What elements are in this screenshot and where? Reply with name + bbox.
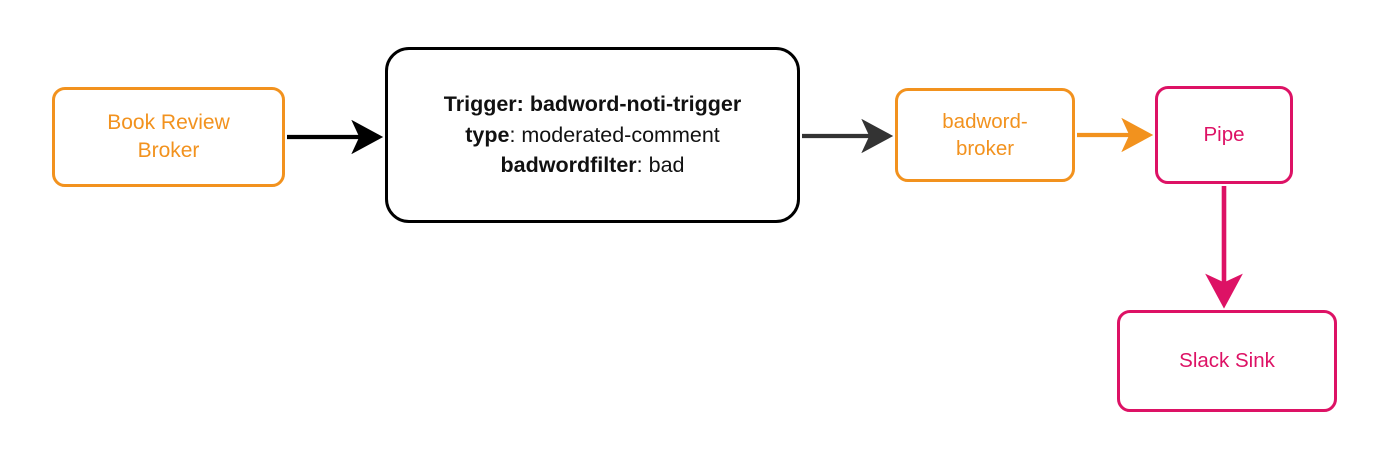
node-trigger[interactable]: Trigger: badword-noti-trigger type: mode… (385, 47, 800, 223)
node-book-review-broker[interactable]: Book Review Broker (52, 87, 285, 187)
node-book-review-broker-label: Book Review Broker (107, 111, 230, 162)
node-trigger-label: Trigger: badword-noti-trigger type: mode… (388, 89, 797, 181)
trigger-line-name: Trigger: badword-noti-trigger (443, 92, 742, 117)
node-slack-sink-label: Slack Sink (1179, 349, 1275, 373)
trigger-line-badwordfilter: badwordfilter: bad (500, 153, 685, 178)
node-pipe[interactable]: Pipe (1155, 86, 1293, 184)
node-badword-broker[interactable]: badword- broker (895, 88, 1075, 182)
trigger-line-type: type: moderated-comment (465, 122, 720, 147)
node-slack-sink[interactable]: Slack Sink (1117, 310, 1337, 412)
node-badword-broker-label: badword- broker (942, 109, 1028, 160)
node-pipe-label: Pipe (1203, 123, 1245, 147)
